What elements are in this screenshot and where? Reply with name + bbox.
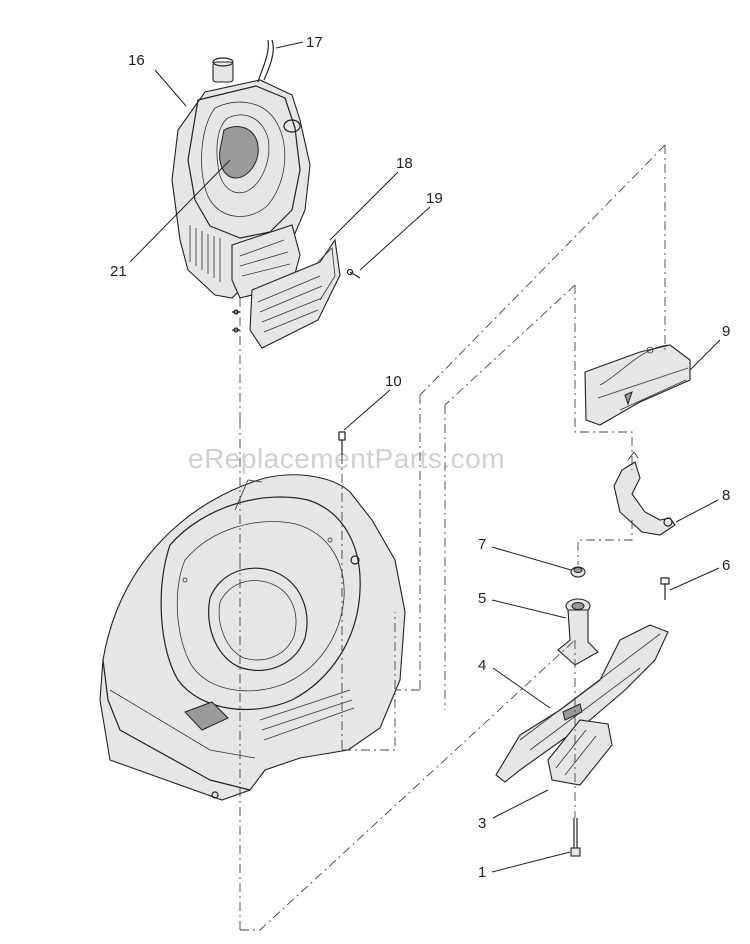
callout-19: 19 xyxy=(426,190,443,207)
blade-4 xyxy=(495,624,669,783)
mower-deck xyxy=(99,474,406,801)
assembly-centerlines xyxy=(239,144,666,931)
watermark: eReplacementParts.com xyxy=(188,443,505,474)
callout-16: 16 xyxy=(128,52,145,69)
callout-9: 9 xyxy=(722,323,730,340)
leader-lines xyxy=(129,41,721,873)
air-filter xyxy=(249,238,341,349)
callout-18: 18 xyxy=(396,155,413,172)
callout-6: 6 xyxy=(722,557,730,574)
callouts: 16 17 18 19 21 9 10 8 7 6 5 4 3 1 xyxy=(110,34,730,881)
screw-19 xyxy=(346,268,361,279)
callout-17: 17 xyxy=(306,34,323,51)
callout-1: 1 xyxy=(478,864,486,881)
callout-21: 21 xyxy=(110,263,127,280)
baffle-9 xyxy=(584,344,691,426)
bracket-8 xyxy=(613,451,676,536)
engine-assembly xyxy=(171,39,311,299)
callout-3: 3 xyxy=(478,815,486,832)
bolt-10 xyxy=(338,431,346,455)
blade-stiffener-3 xyxy=(547,719,613,786)
callout-10: 10 xyxy=(385,373,402,390)
bolt-6 xyxy=(660,577,670,600)
callout-4: 4 xyxy=(478,657,486,674)
blade-adapter-5 xyxy=(557,598,599,666)
callout-8: 8 xyxy=(722,487,730,504)
blade-bolt-1 xyxy=(570,818,581,857)
callout-7: 7 xyxy=(478,536,486,553)
callout-5: 5 xyxy=(478,590,486,607)
engine-bolts xyxy=(232,309,240,333)
nut-7 xyxy=(570,566,586,578)
